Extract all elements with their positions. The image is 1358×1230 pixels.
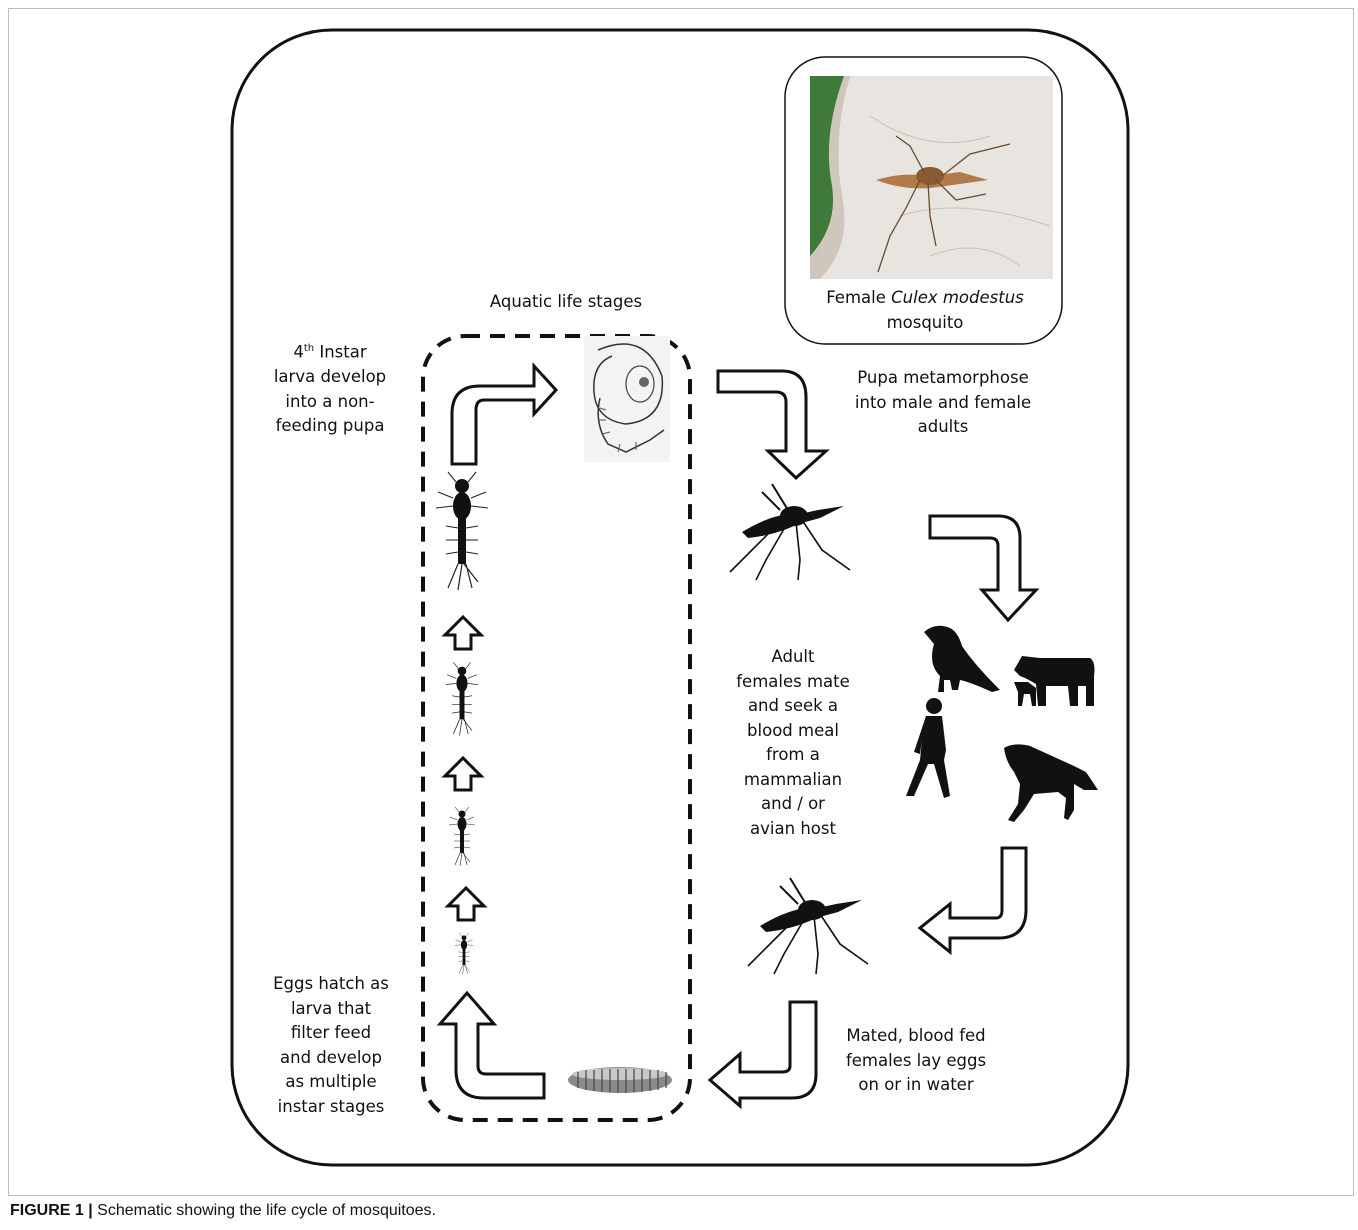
eggs-hatch-label: Eggs hatch as larva that filter feed and… — [262, 972, 400, 1119]
larva-icon — [446, 662, 478, 735]
curved-arrow-icon — [440, 993, 544, 1098]
figure-caption-text: Schematic showing the life cycle of mosq… — [93, 1202, 436, 1219]
pupa-icon — [584, 336, 670, 462]
egg-raft-icon — [568, 1067, 672, 1093]
crow-icon — [924, 626, 1000, 692]
up-arrow-icon — [448, 888, 484, 920]
mosquito-silhouette-icon — [748, 878, 868, 974]
photo-caption: Female Culex modestus mosquito — [790, 286, 1060, 335]
curved-arrow-icon — [718, 371, 826, 478]
larva-icon — [436, 472, 488, 590]
figure-label: FIGURE 1 | — [10, 1202, 93, 1219]
curved-arrow-icon — [920, 848, 1026, 952]
human-icon — [906, 698, 950, 798]
cow-calf-icon — [1014, 656, 1095, 706]
aquatic-life-stages-title: Aquatic life stages — [466, 290, 666, 315]
up-arrow-icon — [445, 617, 481, 649]
mosquito-photo — [810, 76, 1053, 279]
mosquito-silhouette-icon — [730, 484, 850, 580]
larva-icon — [455, 933, 473, 974]
curved-arrow-icon — [710, 1002, 816, 1106]
horse-icon — [1004, 744, 1098, 822]
mated-females-label: Mated, blood fed females lay eggs on or … — [830, 1024, 1002, 1098]
pupa-metamorphose-label: Pupa metamorphose into male and female a… — [836, 366, 1050, 440]
fourth-instar-label: 4th Instar larva develop into a non- fee… — [262, 337, 398, 439]
adult-females-label: Adult females mate and seek a blood meal… — [730, 645, 856, 841]
larva-icon — [449, 807, 475, 866]
figure-caption: FIGURE 1 | Schematic showing the life cy… — [10, 1202, 436, 1220]
curved-arrow-icon — [452, 366, 556, 464]
up-arrow-icon — [445, 758, 481, 790]
curved-arrow-icon — [930, 516, 1036, 620]
